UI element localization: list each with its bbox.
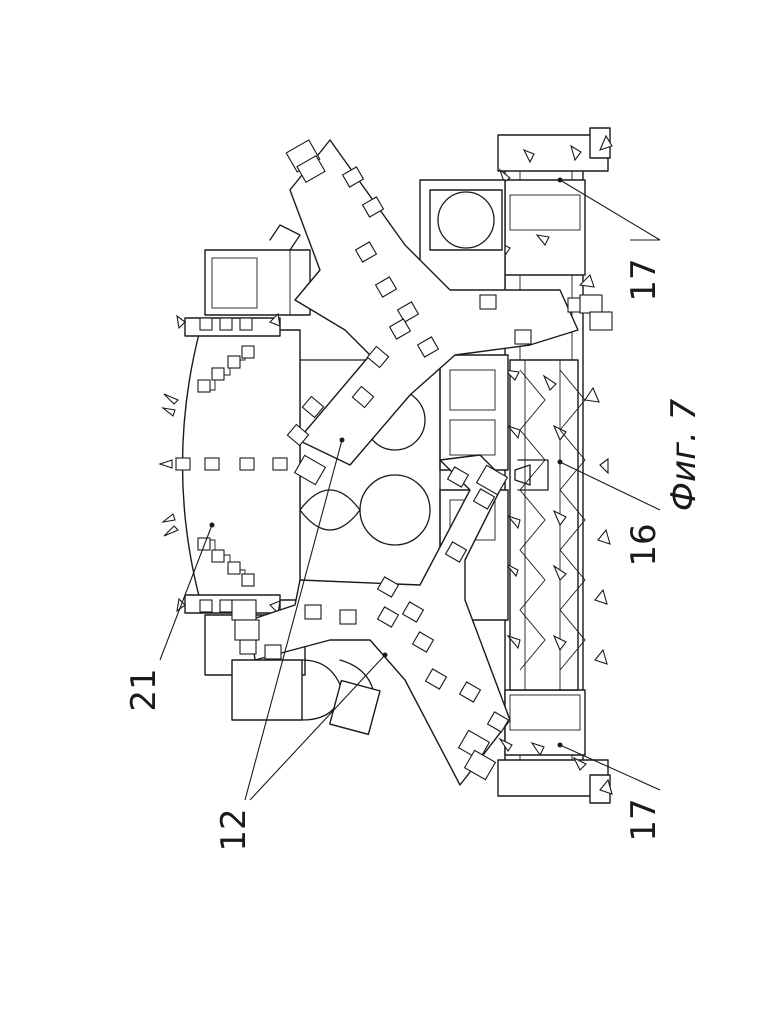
label-17-bottom: 17	[624, 798, 664, 841]
figure-caption: Фиг. 7	[664, 398, 704, 511]
base-frame	[498, 128, 610, 803]
drum-21	[160, 314, 300, 613]
label-12: 12	[214, 808, 254, 851]
label-21: 21	[124, 668, 164, 711]
label-17-top: 17	[624, 258, 664, 301]
label-16: 16	[624, 523, 664, 566]
